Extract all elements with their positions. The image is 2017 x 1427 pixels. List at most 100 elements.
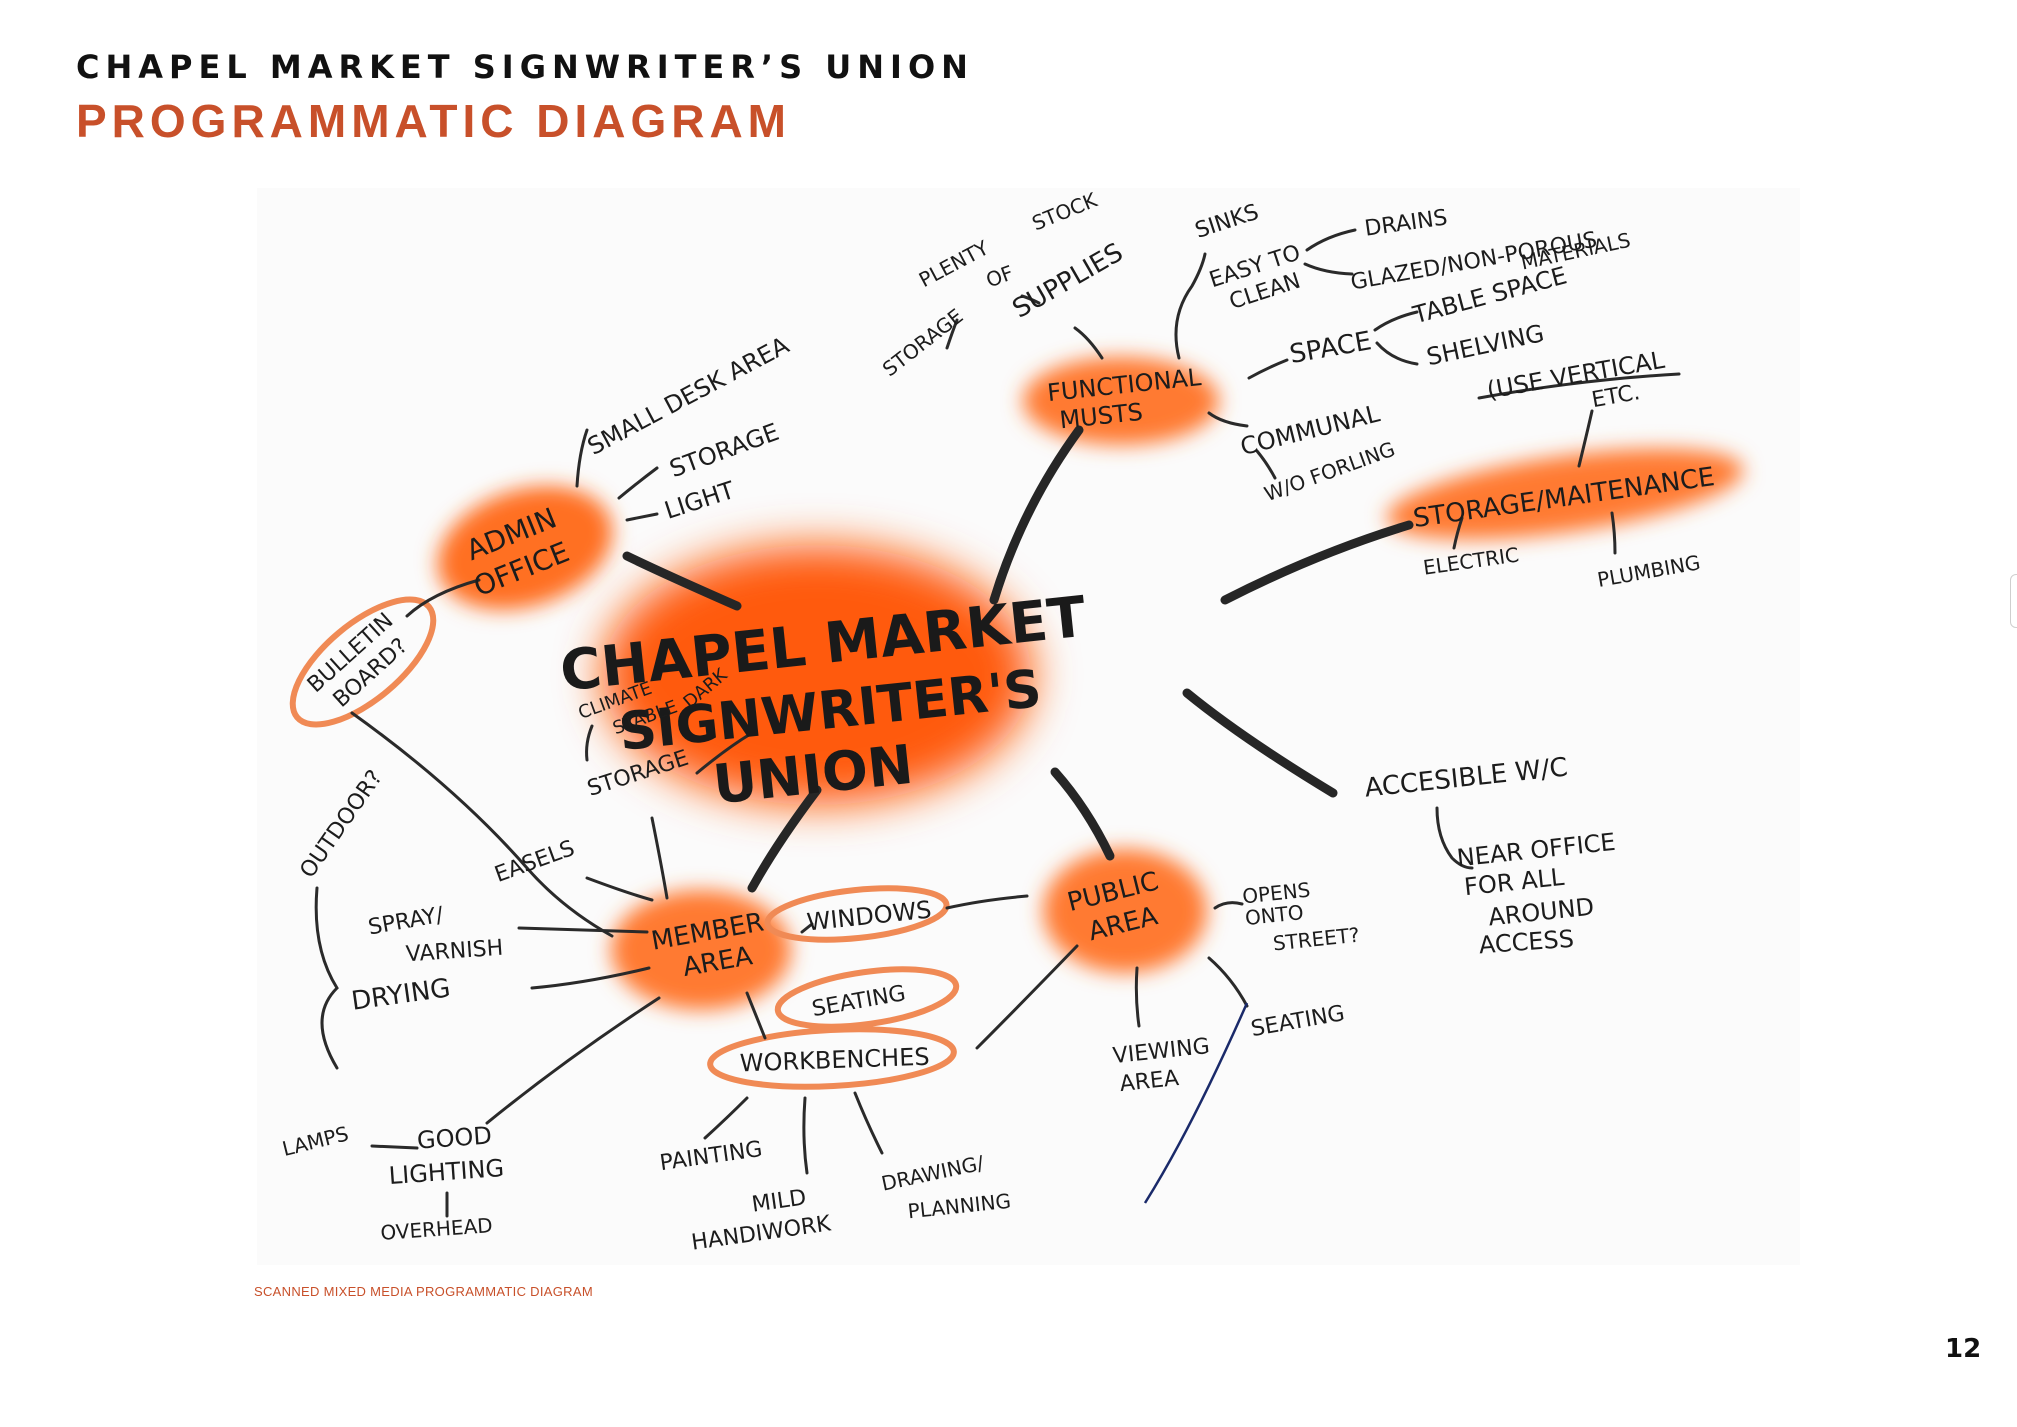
lamps-label: LAMPS — [280, 1121, 351, 1161]
page-title: CHAPEL MARKET SIGNWRITER’S UNION — [76, 48, 974, 86]
connector-admin-bulletin — [405, 578, 481, 618]
connector-easy-glazed — [1303, 262, 1354, 276]
connector-functional-communal — [1207, 411, 1249, 428]
sinks-label: SINKS — [1192, 200, 1262, 244]
spoke-admin — [622, 551, 742, 611]
connector-admin-storage — [617, 466, 659, 500]
connector-storage-etc — [1577, 409, 1594, 468]
public-blob — [1043, 849, 1207, 973]
viewing-label-line1: VIEWING — [1112, 1034, 1211, 1069]
of-label: OF — [983, 260, 1017, 292]
underline-use-vertical — [1477, 372, 1681, 400]
mild-label-line2: HANDIWORK — [690, 1211, 833, 1255]
windows-ring — [764, 885, 950, 943]
connector-functional-sinks — [1174, 252, 1207, 360]
windows-label: WINDOWS — [805, 896, 932, 937]
connector-easels — [585, 876, 654, 902]
overhead-label: OVERHEAD — [380, 1213, 494, 1245]
connector-space-shelving — [1375, 341, 1419, 366]
painting-label: PAINTING — [658, 1137, 764, 1176]
connector-admin-desk — [575, 428, 589, 488]
seating-ring — [774, 966, 960, 1030]
public-seating-label: SEATING — [1249, 1001, 1347, 1042]
stock-label: STOCK — [1028, 188, 1101, 235]
connector-drying — [530, 966, 651, 990]
connector-windows-public — [945, 894, 1029, 910]
page-subtitle: PROGRAMMATIC DIAGRAM — [76, 95, 791, 147]
admin-blob — [437, 486, 613, 610]
workbenches-label: WORKBENCHES — [739, 1043, 930, 1078]
connector-storage-member — [650, 816, 669, 900]
connector-functional-space — [1247, 358, 1289, 380]
spray-label-line1: SPRAY/ — [366, 903, 446, 941]
page-number: 12 — [1945, 1334, 1982, 1364]
storage-maint-blob — [1386, 448, 1744, 540]
hub-blob — [602, 545, 1032, 805]
connector-drawing — [853, 1091, 884, 1155]
connector-space-table — [1373, 310, 1419, 332]
connector-easy-drains — [1305, 228, 1357, 252]
figure-caption: SCANNED MIXED MEDIA PROGRAMMATIC DIAGRAM — [254, 1284, 593, 1299]
connector-public-viewing — [1134, 966, 1141, 1028]
admin-light-label: LIGHT — [661, 476, 738, 525]
spoke-functional — [989, 425, 1084, 605]
mild-label-line1: MILD — [750, 1185, 808, 1217]
connector-accessible-near — [1435, 806, 1474, 870]
connector-spray — [517, 926, 649, 934]
connector-storage-of — [945, 318, 959, 350]
spoke-member — [747, 785, 822, 893]
connector-painting — [703, 1096, 749, 1140]
connector-member-windows — [800, 922, 814, 934]
member-seating-label: SEATING — [810, 981, 908, 1022]
good-lighting-line1: GOOD — [416, 1121, 493, 1154]
spoke-storage-maint — [1220, 520, 1414, 605]
connector-lamps — [370, 1144, 419, 1150]
connector-admin-light — [625, 512, 659, 522]
drains-label: DRAINS — [1363, 205, 1449, 241]
connector-storage-climate — [585, 724, 594, 762]
drawing-label-line1: DRAWING/ — [879, 1151, 986, 1196]
connector-bulletin-member — [350, 711, 614, 938]
near-office-line3: AROUND — [1487, 893, 1595, 932]
connector-functional-supplies — [1073, 326, 1104, 360]
connector-outdoor-brace — [314, 886, 339, 1070]
electric-label: ELECTRIC — [1422, 542, 1521, 579]
connector-communal-wo — [1255, 449, 1277, 480]
functional-storage-label: STORAGE — [878, 304, 968, 382]
connector-storage-hub — [695, 731, 754, 775]
connector-member-workbench — [745, 991, 767, 1040]
connector-public-seating — [1207, 956, 1249, 1008]
good-lighting-line2: LIGHTING — [388, 1154, 505, 1190]
diagram-scan: CHAPEL MARKET SIGNWRITER'S UNION ADMIN O… — [257, 188, 1800, 1265]
space-label: SPACE — [1287, 326, 1373, 370]
admin-storage-label: STORAGE — [666, 418, 783, 483]
member-blob — [611, 890, 791, 1010]
blue-pen-stroke — [1143, 1002, 1249, 1204]
connector-storage-electric — [1452, 516, 1464, 550]
connector-public-opens — [1213, 901, 1244, 910]
opens-label-line3: STREET? — [1272, 923, 1361, 956]
plenty-label: PLENTY — [915, 235, 993, 292]
outdoor-label: OUTDOOR? — [295, 766, 387, 883]
connector-mild — [802, 1096, 809, 1175]
workbenches-ring — [707, 1026, 957, 1090]
opens-label-line2: ONTO — [1244, 900, 1305, 930]
connector-member-lighting — [485, 996, 661, 1125]
spoke-public — [1050, 767, 1115, 861]
plumbing-label: PLUMBING — [1595, 550, 1702, 592]
side-tab-handle[interactable] — [2010, 574, 2017, 628]
mind-map-svg: CHAPEL MARKET SIGNWRITER'S UNION ADMIN O… — [280, 188, 1744, 1256]
accessible-label: ACCESIBLE W/C — [1363, 752, 1569, 803]
supplies-label: SUPPLIES — [1008, 238, 1129, 325]
connector-supplies-of — [1020, 294, 1041, 305]
connector-storage-plumbing — [1610, 511, 1617, 555]
viewing-label-line2: AREA — [1119, 1066, 1181, 1097]
connector-public-workbench — [975, 944, 1079, 1050]
bulletin-ring — [289, 596, 437, 728]
drawing-label-line2: PLANNING — [906, 1189, 1012, 1224]
near-office-line4: ACCESS — [1478, 925, 1575, 960]
drying-label: DRYING — [349, 973, 452, 1017]
spray-label-line2: VARNISH — [405, 936, 504, 968]
spoke-accessible — [1182, 688, 1338, 798]
functional-blob — [1023, 357, 1219, 445]
